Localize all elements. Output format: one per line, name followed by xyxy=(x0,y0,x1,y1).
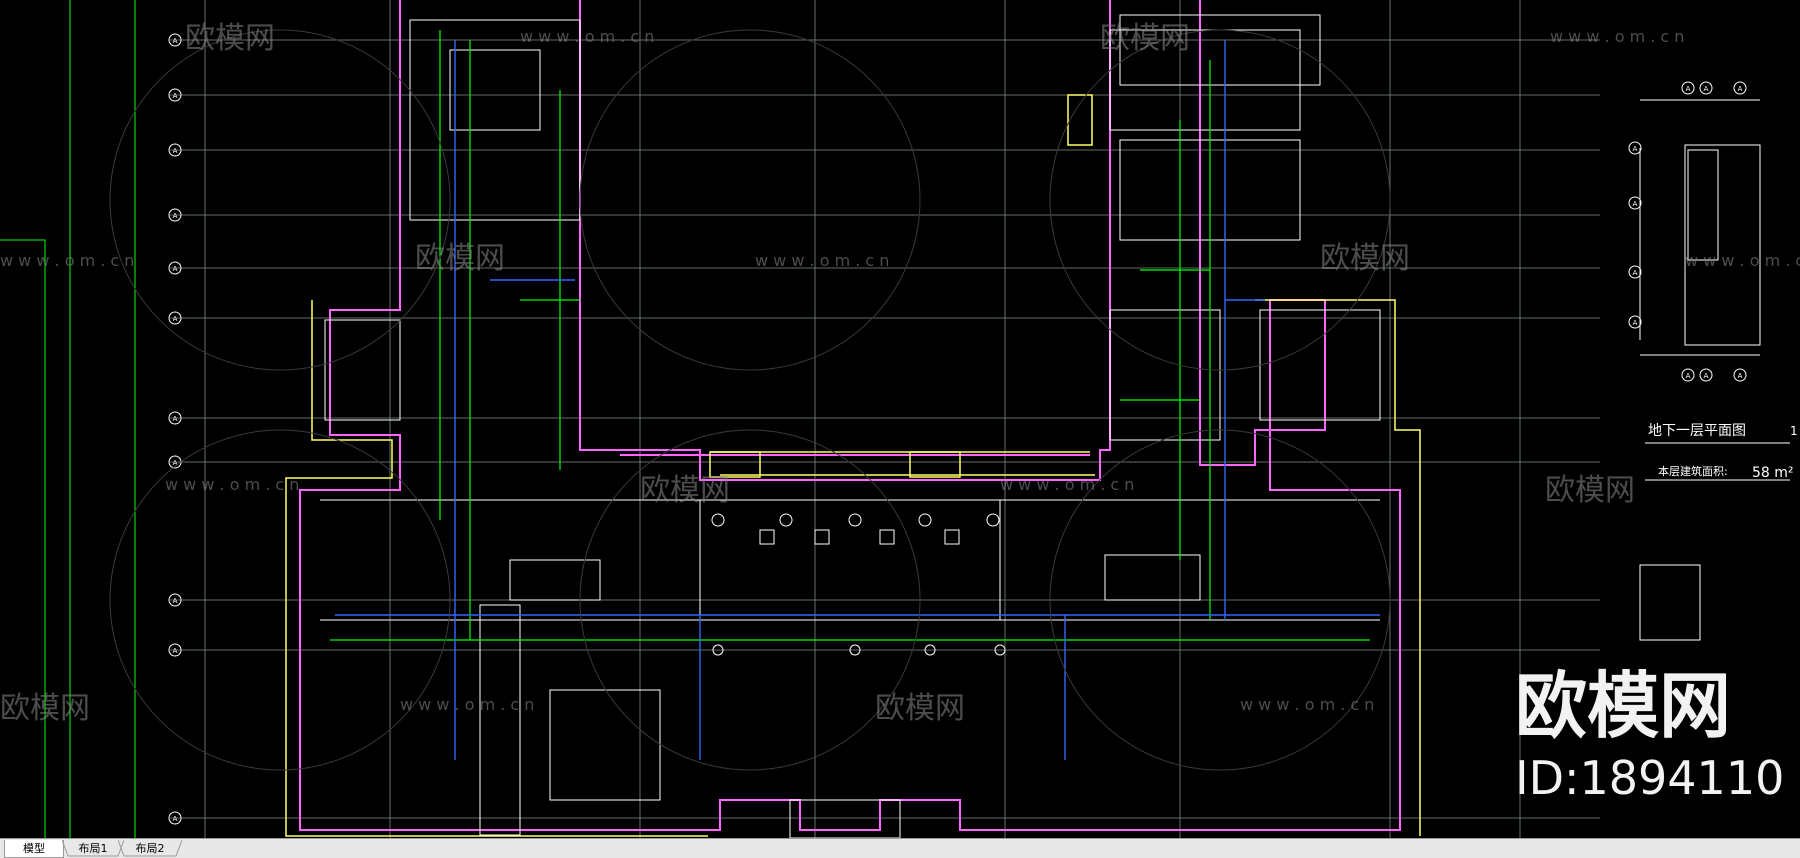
watermark-url: w w w . o m . c n xyxy=(755,251,889,270)
inset-axis-bubble xyxy=(1628,141,1642,155)
area-value: 58 m² xyxy=(1752,465,1794,481)
tab-model[interactable]: 模型 xyxy=(4,840,64,858)
grid-axis-bubble xyxy=(168,311,182,325)
inset-axis-label: A xyxy=(1633,200,1638,208)
grid-axis-bubble xyxy=(168,643,182,657)
tab-layout-2[interactable]: 布局2 xyxy=(118,840,182,857)
watermark-brand: 欧模网 xyxy=(640,473,730,508)
inset-axis-bubble xyxy=(1699,368,1713,382)
watermark-brand-large: 欧模网 xyxy=(1515,664,1732,748)
watermark-url: w w w . o m . c n xyxy=(0,251,134,270)
left-frame xyxy=(0,0,136,838)
inset-axis-bubble xyxy=(1628,265,1642,279)
outline-yellow xyxy=(285,94,1421,837)
watermark-brand: 欧模网 xyxy=(1100,21,1190,56)
grid-axis-label: A xyxy=(173,147,178,155)
inset-axis-bubble xyxy=(1681,368,1695,382)
inset-plan xyxy=(1639,99,1790,641)
grid-axis-bubble xyxy=(168,208,182,222)
grid-axis-label: A xyxy=(173,415,178,423)
watermark-texts: 欧模网 w w w . o m . c n 欧模网 w w w . o m . … xyxy=(0,21,1800,726)
inset-axis-bubble xyxy=(1628,196,1642,210)
watermark-id-label: ID:1894110 xyxy=(1515,751,1785,805)
duct-lines-green xyxy=(330,30,1370,641)
grid-axis-label: A xyxy=(173,315,178,323)
inset-scale: 1 xyxy=(1790,424,1798,438)
watermark-url: w w w . o m . c n xyxy=(1000,475,1134,494)
watermark-brand: 欧模网 xyxy=(1320,241,1410,276)
inset-axis-bubble xyxy=(1733,368,1747,382)
tab-layout-2-shape xyxy=(118,840,182,857)
grid-axis-label: A xyxy=(173,647,178,655)
watermark-url: w w w . o m . c n xyxy=(1685,251,1800,270)
inset-axis-label: A xyxy=(1738,372,1743,380)
inset-axis-bubble xyxy=(1681,81,1695,95)
inset-axis-label: A xyxy=(1633,269,1638,277)
inset-title: 地下一层平面图 xyxy=(1648,423,1746,439)
inset-axis-bubble xyxy=(1699,81,1713,95)
grid-axis-markers: A A A A A A A A A A A A A A A A A A A A A xyxy=(168,33,1747,825)
tab-layout-2-label: 布局2 xyxy=(135,842,165,855)
grid-axis-label: A xyxy=(173,212,178,220)
watermark-url: w w w . o m . c n xyxy=(1550,27,1684,46)
inset-axis-label: A xyxy=(1738,85,1743,93)
floor-plan-drawing[interactable]: A A A A A A A A A A A A A A A A A A A A A xyxy=(0,0,1800,838)
layout-tab-bar: 模型 布局1 布局2 xyxy=(0,838,1800,858)
watermark-url: w w w . o m . c n xyxy=(400,695,534,714)
grid-axis-label: A xyxy=(173,265,178,273)
grid-axis-bubble xyxy=(168,811,182,825)
grid-axis-bubble xyxy=(168,88,182,102)
watermark-circles xyxy=(109,29,1391,771)
grid-axis-label: A xyxy=(173,92,178,100)
grid-axis-bubble xyxy=(168,143,182,157)
grid-axis-bubble xyxy=(168,261,182,275)
tab-model-label: 模型 xyxy=(23,842,45,855)
inset-axis-label: A xyxy=(1686,85,1691,93)
cad-drawing-canvas[interactable]: A A A A A A A A A A A A A A A A A A A A A xyxy=(0,0,1800,838)
grid-axis-label: A xyxy=(173,37,178,45)
building-walls xyxy=(299,0,1401,831)
watermark-url: w w w . o m . c n xyxy=(520,27,654,46)
grid-axis-bubble xyxy=(168,593,182,607)
duct-lines-blue xyxy=(335,40,1380,760)
grid-axis-label: A xyxy=(173,815,178,823)
inset-axis-label: A xyxy=(1633,145,1638,153)
inset-axis-label: A xyxy=(1686,372,1691,380)
inset-axis-bubble xyxy=(1628,315,1642,329)
watermark-brand: 欧模网 xyxy=(185,21,275,56)
watermark-brand: 欧模网 xyxy=(1545,473,1635,508)
watermark-url: w w w . o m . c n xyxy=(165,475,299,494)
area-label: 本层建筑面积: xyxy=(1658,464,1728,478)
inset-axis-bubble xyxy=(1733,81,1747,95)
watermark-brand: 欧模网 xyxy=(875,691,965,726)
rooms xyxy=(320,14,1381,838)
inset-axis-label: A xyxy=(1704,85,1709,93)
tab-layout-1-label: 布局1 xyxy=(78,842,108,855)
inset-axis-label: A xyxy=(1704,372,1709,380)
grid-axis-label: A xyxy=(173,597,178,605)
grid-axis-bubble xyxy=(168,411,182,425)
watermark-brand: 欧模网 xyxy=(0,691,90,726)
watermark-url: w w w . o m . c n xyxy=(1240,695,1374,714)
furniture xyxy=(711,513,1006,656)
watermark-brand: 欧模网 xyxy=(415,241,505,276)
inset-axis-label: A xyxy=(1633,319,1638,327)
tab-layout-1[interactable]: 布局1 xyxy=(62,840,124,857)
grid-axis-bubble xyxy=(168,33,182,47)
grid-axis-label: A xyxy=(173,459,178,467)
